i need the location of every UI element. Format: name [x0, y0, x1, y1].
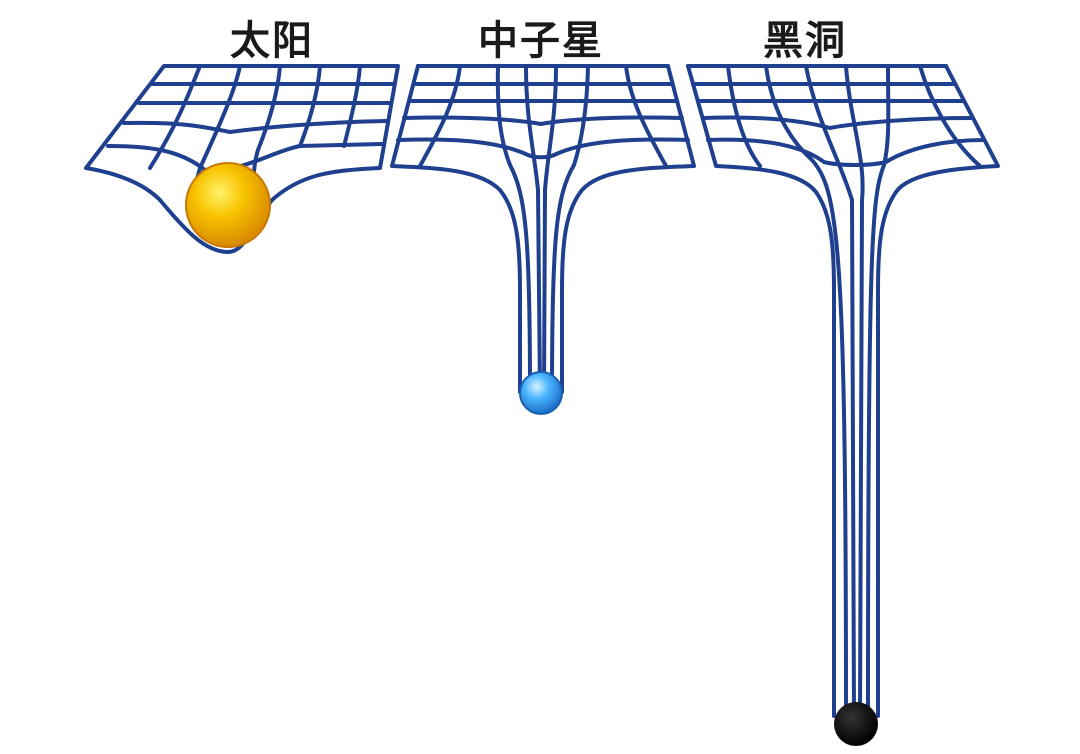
black-hole-spacetime-grid [686, 64, 1000, 718]
neutron-star-label: 中子星 [478, 18, 604, 64]
sun-label: 太阳 [230, 18, 314, 64]
black-hole-label: 黑洞 [763, 18, 847, 64]
black-hole-sphere [834, 702, 878, 746]
neutron-star-sphere [519, 371, 563, 415]
sun-sphere [185, 162, 271, 248]
neutron-star-spacetime-grid [390, 64, 696, 394]
